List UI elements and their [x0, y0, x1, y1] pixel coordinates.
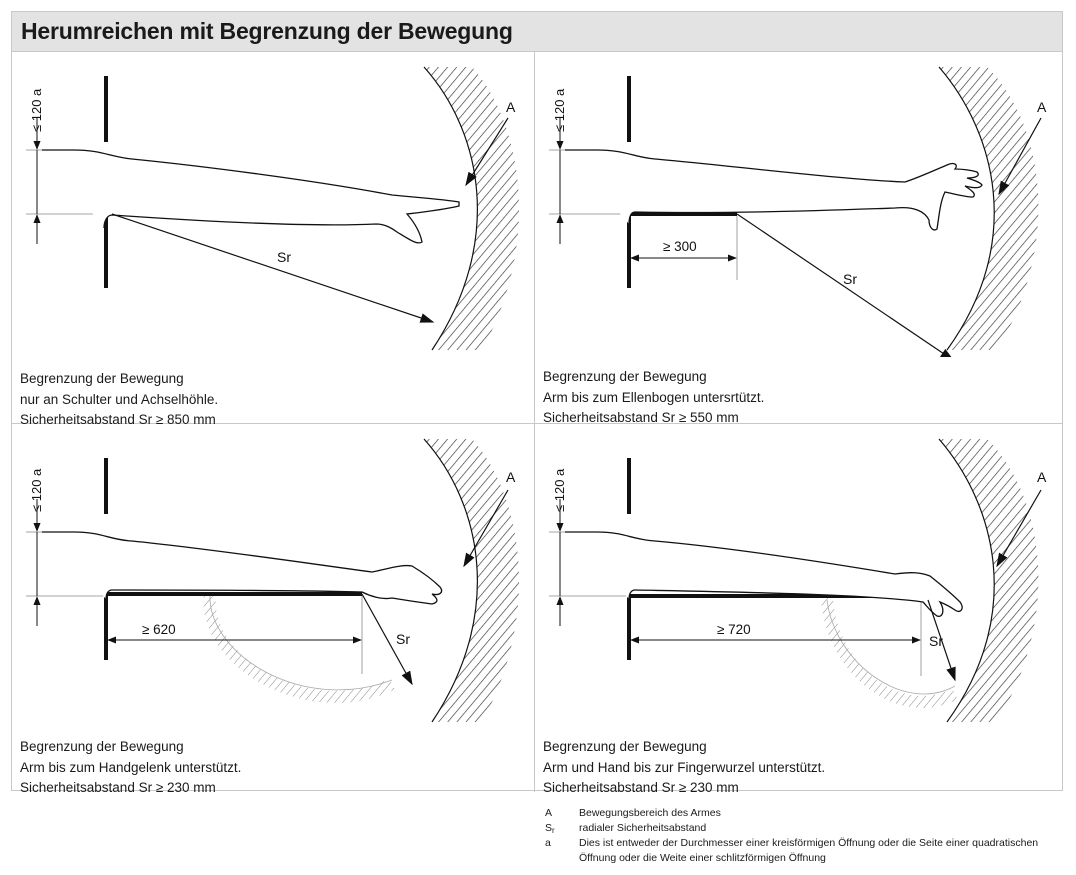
- legend-text: Bewegungsbereich des Armes: [579, 807, 721, 819]
- sr-arrow: [927, 599, 956, 682]
- legend-text: Dies ist entweder der Durchmesser einer …: [579, 837, 1039, 849]
- sr-arrow: [736, 213, 955, 357]
- panel-1-caption: Begrenzung der Bewegung nur an Schulter …: [20, 369, 218, 431]
- a-label: A: [506, 469, 516, 485]
- panel-wrist: ≤ 120 a ≥ 620 Sr A Begrenzung der Bewegu…: [12, 424, 535, 795]
- opening-label: ≤ 120 a: [552, 468, 567, 512]
- legend-symbol: Sr: [545, 822, 555, 835]
- sr-label: Sr: [396, 631, 410, 647]
- figure-frame: Herumreichen mit Begrenzung der Bewegung…: [11, 11, 1063, 795]
- a-arrow: [998, 117, 1042, 196]
- a-arrow: [996, 489, 1042, 568]
- panel-finger-base: ≤ 120 a ≥ 720 Sr A Begrenzung der Bewegu…: [535, 424, 1058, 795]
- arm-outline: [565, 149, 983, 231]
- title-bar: Herumreichen mit Begrenzung der Bewegung: [12, 12, 1062, 52]
- arm-outline: [565, 531, 963, 617]
- sr-arrow: [361, 593, 413, 686]
- caption-line: Sicherheitsabstand Sr ≥ 550 mm: [543, 410, 739, 425]
- panel-4-caption: Begrenzung der Bewegung Arm und Hand bis…: [543, 737, 825, 799]
- panel-2-caption: Begrenzung der Bewegung Arm bis zum Elle…: [543, 367, 764, 429]
- caption-line: Begrenzung der Bewegung: [20, 739, 184, 754]
- caption-line: Begrenzung der Bewegung: [20, 371, 184, 386]
- reach-boundary-line: [423, 438, 478, 723]
- legend-symbol: A: [545, 807, 553, 819]
- panel-2-diagram: ≤ 120 a ≥ 300 Sr A: [549, 66, 1047, 357]
- dimension-label: ≥ 620: [142, 622, 176, 637]
- panel-3-diagram: ≤ 120 a ≥ 620 Sr A: [26, 438, 520, 723]
- vertical-divider: [534, 52, 535, 792]
- caption-line: Sicherheitsabstand Sr ≥ 230 mm: [20, 780, 216, 795]
- caption-line: Arm und Hand bis zur Fingerwurzel unters…: [543, 759, 826, 775]
- legend-text: Öffnung oder die Weite einer schlitzförm…: [579, 852, 826, 864]
- horizontal-divider: [12, 423, 1062, 424]
- a-label: A: [1037, 469, 1047, 485]
- a-label: A: [506, 99, 516, 115]
- sr-label: Sr: [277, 249, 291, 265]
- reach-boundary-line: [938, 438, 995, 723]
- figure-title: Herumreichen mit Begrenzung der Bewegung: [21, 18, 513, 44]
- panel-shoulder: ≤ 120 a Sr A Begrenzung der Bewegung nur…: [12, 52, 535, 427]
- a-arrow: [463, 489, 509, 568]
- reach-boundary-line: [938, 66, 995, 351]
- opening-label: ≤ 120 a: [29, 88, 44, 132]
- legend-symbol: a: [545, 837, 551, 849]
- caption-line: Arm bis zum Handgelenk unterstützt.: [20, 759, 242, 775]
- caption-line: Begrenzung der Bewegung: [543, 369, 707, 384]
- panel-elbow: ≤ 120 a ≥ 300 Sr A Begrenzung der Bewegu…: [535, 52, 1058, 425]
- caption-line: Sicherheitsabstand Sr ≥ 230 mm: [543, 780, 739, 795]
- a-label: A: [1037, 99, 1047, 115]
- opening-label: ≤ 120 a: [29, 468, 44, 512]
- panel-4-diagram: ≤ 120 a ≥ 720 Sr A: [549, 438, 1047, 723]
- arm-outline: [42, 531, 443, 605]
- caption-line: Begrenzung der Bewegung: [543, 739, 707, 754]
- caption-line: Arm bis zum Ellenbogen untersrtützt.: [543, 389, 765, 405]
- a-arrow: [465, 117, 509, 187]
- reach-boundary-line: [423, 66, 478, 351]
- dimension-label: ≥ 720: [717, 622, 751, 637]
- sr-label: Sr: [843, 271, 857, 287]
- arm-outline: [42, 149, 460, 244]
- caption-line: nur an Schulter und Achselhöhle.: [20, 391, 219, 407]
- opening-label: ≤ 120 a: [552, 88, 567, 132]
- dimension-label: ≥ 300: [663, 239, 697, 254]
- sr-label: Sr: [929, 633, 943, 649]
- legend-text: radialer Sicherheitsabstand: [579, 822, 707, 834]
- caption-line: Sicherheitsabstand Sr ≥ 850 mm: [20, 412, 216, 427]
- panel-1-diagram: ≤ 120 a Sr A: [26, 66, 520, 351]
- sr-arrow: [111, 213, 435, 323]
- panel-3-caption: Begrenzung der Bewegung Arm bis zum Hand…: [20, 737, 241, 799]
